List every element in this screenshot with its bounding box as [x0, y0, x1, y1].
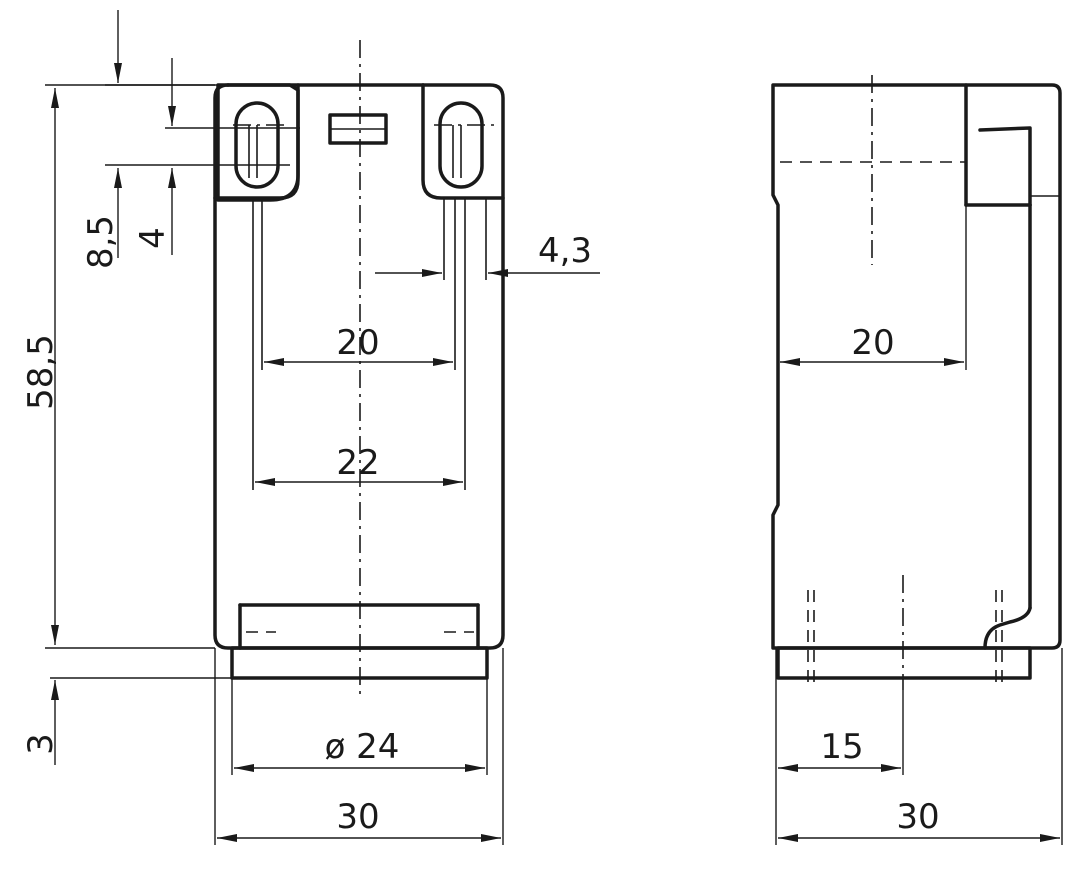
side-dimensions: 20 15 30: [775, 205, 1063, 845]
dim-side-width: 30: [896, 797, 939, 837]
front-view: [213, 40, 505, 700]
dim-front-width: 30: [336, 797, 379, 837]
side-view: [771, 75, 1062, 690]
front-dimensions: 58,5 8,5 4 3 4,3 20 22 ø 24: [21, 10, 600, 845]
dim-hole-width: 4,3: [538, 231, 592, 271]
dim-height-58-5: 58,5: [21, 334, 61, 410]
right-slot: [438, 101, 484, 189]
left-slot: [234, 101, 280, 189]
dim-slot-offset: 8,5: [81, 215, 121, 269]
dim-slot-length: 4: [133, 227, 173, 249]
dim-base-diameter: ø 24: [325, 727, 400, 767]
dim-hole-spacing-20: 20: [336, 323, 379, 363]
dim-hole-spacing-22: 22: [336, 443, 379, 483]
side-body-outline: [771, 83, 1062, 650]
side-base: [776, 646, 1032, 680]
dim-base-height: 3: [21, 733, 61, 755]
dim-side-step: 20: [851, 323, 894, 363]
dim-side-center: 15: [820, 727, 863, 767]
